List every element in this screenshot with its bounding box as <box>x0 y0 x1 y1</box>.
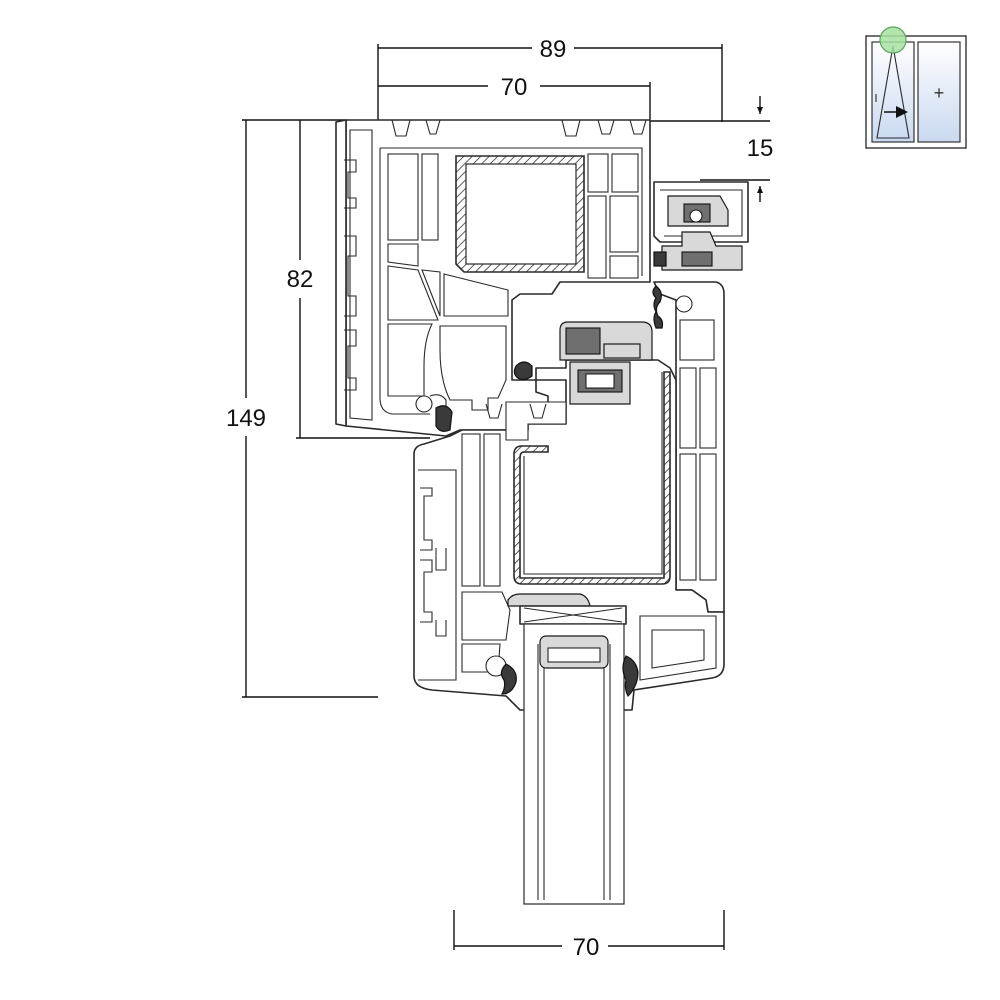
dimension-70-sash: 70 <box>453 910 725 961</box>
glazing-unit <box>500 593 639 905</box>
dimension-70-frame: 70 <box>378 74 651 120</box>
dimension-149: 149 <box>226 119 378 698</box>
dimension-82-label: 82 <box>287 266 314 293</box>
dimension-15: 15 <box>650 96 773 202</box>
frame-profile <box>335 119 651 437</box>
thumbnail-highlight-dot <box>879 26 907 54</box>
thumbnail-sash-right <box>917 41 961 143</box>
window-type-thumbnail: + <box>865 26 967 149</box>
frame-hardware <box>653 181 749 271</box>
dimension-70-sash-label: 70 <box>573 934 600 961</box>
dimension-15-label: 15 <box>747 135 774 162</box>
sash-hardware <box>435 321 653 432</box>
glass-pane <box>523 623 625 905</box>
frame-inner-leg <box>652 281 725 613</box>
thumbnail-plus: + <box>934 83 945 103</box>
dimension-82: 82 <box>287 119 430 439</box>
dimension-149-label: 149 <box>226 405 266 432</box>
dimension-89-label: 89 <box>540 36 567 63</box>
dimension-89: 89 <box>377 36 723 122</box>
thumbnail-sash-left <box>871 41 915 143</box>
dimension-70-frame-label: 70 <box>501 74 528 101</box>
sash-profile <box>413 359 725 711</box>
